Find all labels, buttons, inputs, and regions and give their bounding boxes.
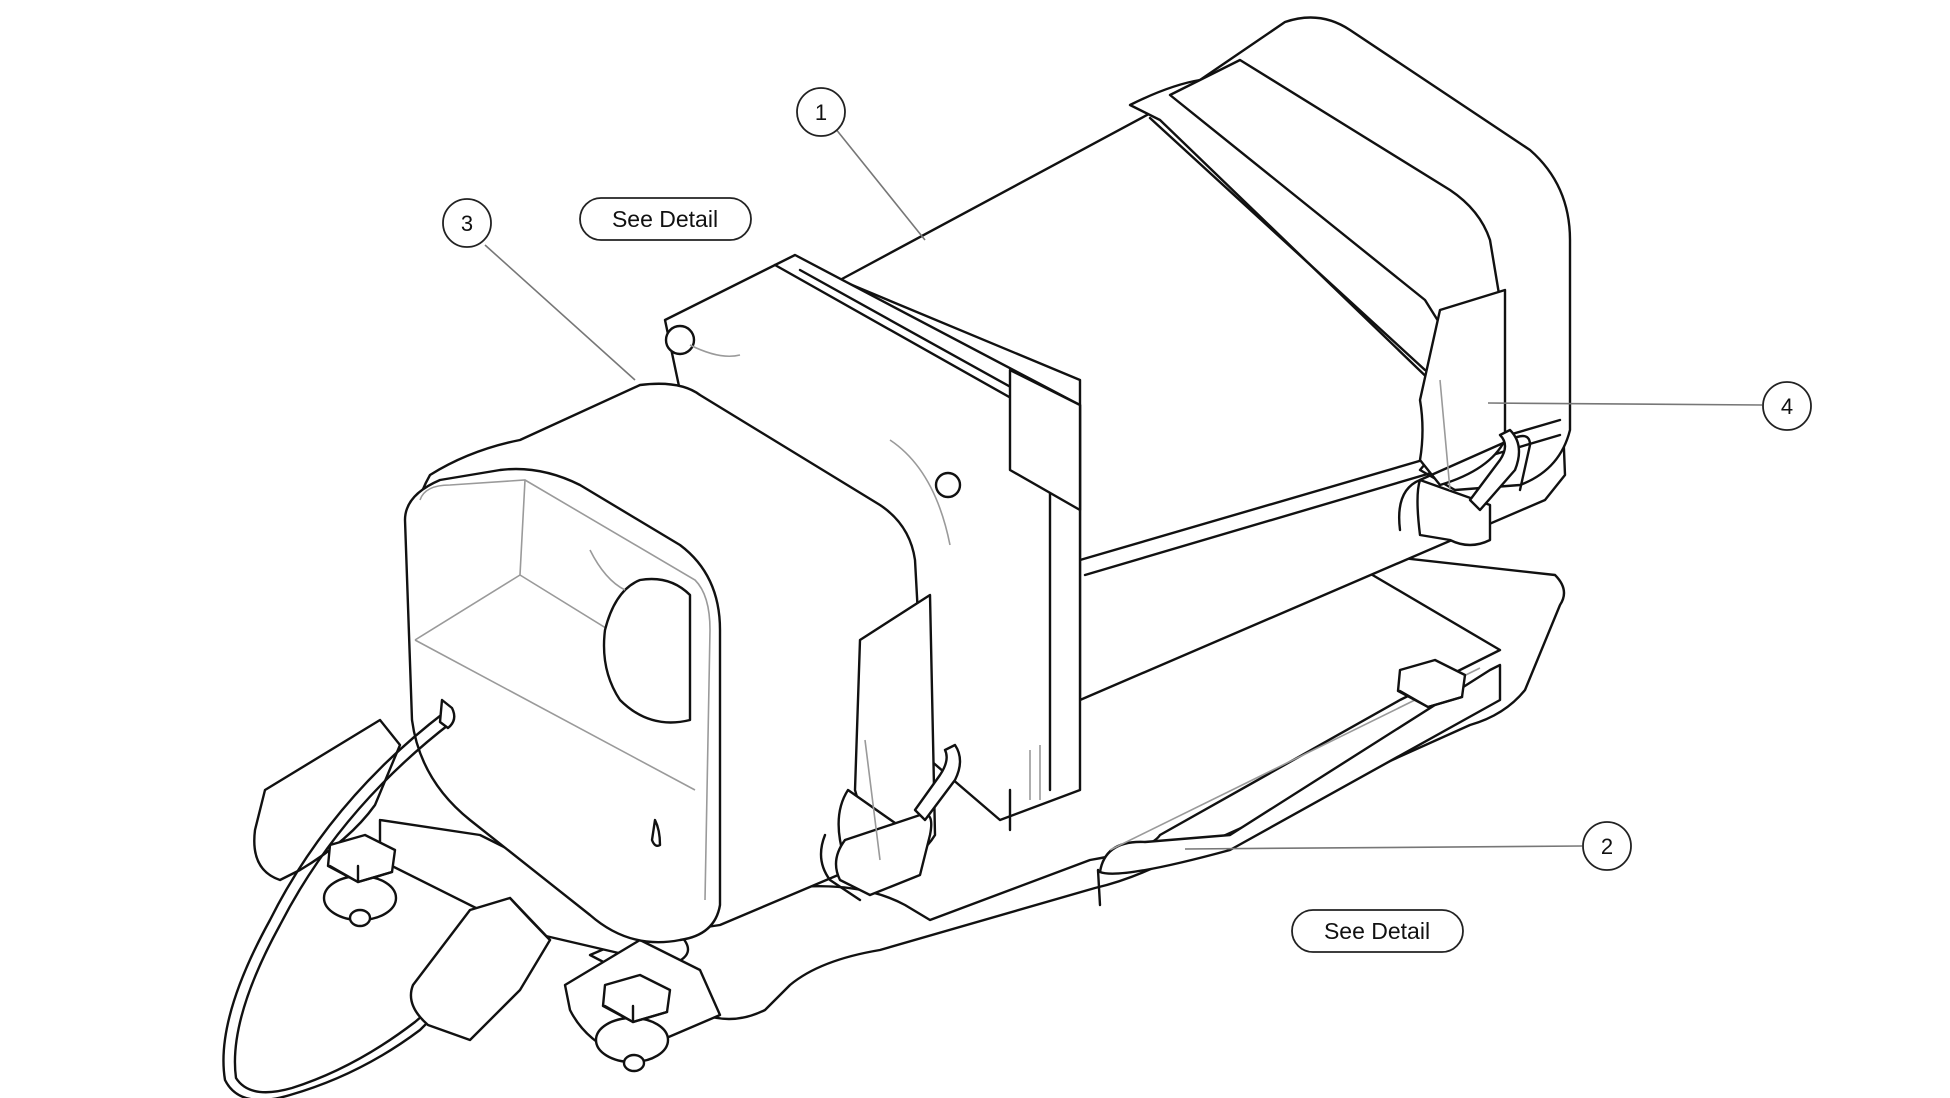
cable-plug — [409, 896, 552, 1042]
callout-1: 1 — [796, 87, 926, 241]
callout-number: 4 — [1781, 394, 1793, 419]
mounting-bracket — [253, 548, 1566, 1073]
front-end-cap — [403, 253, 1082, 944]
callout-2: 2 — [1184, 821, 1632, 871]
latch-clamp-front — [819, 593, 962, 902]
latch-clamp-rear — [1398, 288, 1532, 547]
callout-number: 2 — [1601, 834, 1613, 859]
see-detail-label: See Detail — [1324, 918, 1430, 944]
see-detail-button-bottom[interactable]: See Detail — [1291, 909, 1464, 953]
power-cable — [222, 698, 456, 1098]
hex-bolt — [594, 973, 672, 1073]
see-detail-label: See Detail — [612, 206, 718, 232]
callout-4: 4 — [1487, 381, 1812, 431]
hex-bolt — [322, 833, 398, 928]
callout-number: 3 — [461, 211, 473, 236]
see-detail-button-top[interactable]: See Detail — [579, 197, 752, 241]
hex-bolt — [1396, 658, 1467, 709]
callout-3: 3 — [442, 198, 636, 381]
callout-number: 1 — [815, 100, 827, 125]
